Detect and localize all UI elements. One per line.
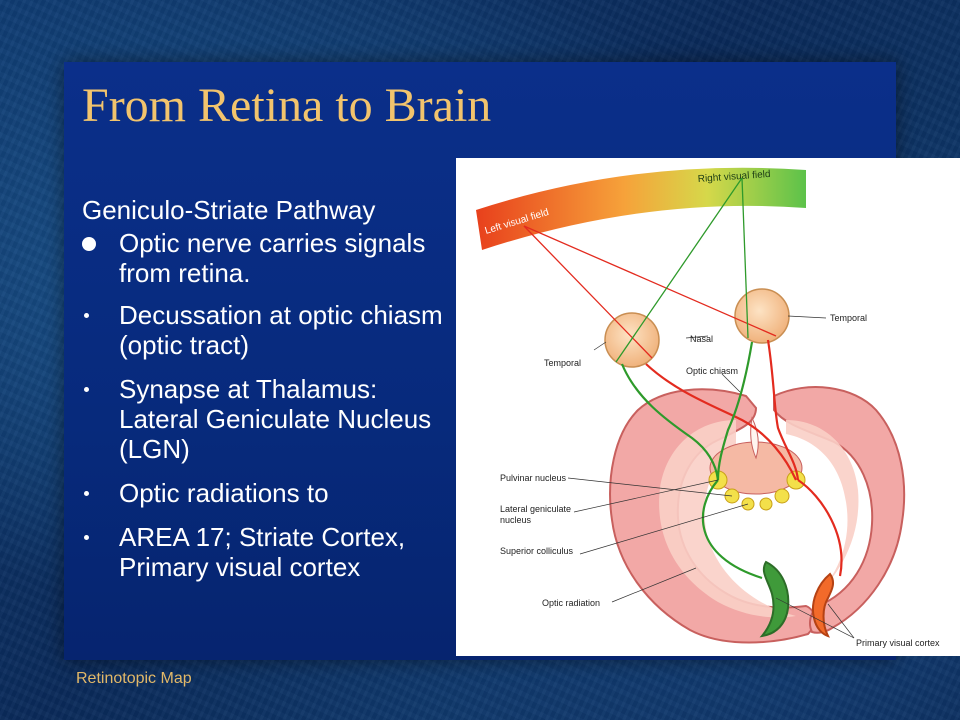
bullet-dot-icon (82, 237, 96, 251)
optic-chiasm-label: Optic chiasm (686, 366, 738, 376)
left-eye-icon (604, 312, 660, 368)
right-pathway (620, 341, 763, 580)
pulvinar-nucleus-label: Pulvinar nucleus (500, 473, 567, 483)
nasal-label: Nasal (690, 334, 713, 344)
bullet-text: Synapse at Thalamus: Lateral Geniculate … (119, 374, 432, 464)
visual-pathway-diagram: Left visual field Right visual field (456, 158, 960, 656)
visual-field-arc (476, 167, 806, 250)
temporal-left-label: Temporal (544, 358, 581, 368)
bullet-text: Decussation at optic chiasm (optic tract… (119, 300, 443, 360)
primary-visual-cortex-label: Primary visual cortex (856, 638, 940, 648)
bullet-text: AREA 17; Striate Cortex, Primary visual … (119, 522, 406, 582)
section-heading: Geniculo-Striate Pathway (82, 195, 376, 225)
left-pathway (645, 339, 843, 577)
bullet-item: Optic nerve carries signals from retina. (82, 228, 450, 288)
right-visual-cortex (812, 572, 835, 638)
slide-content: Geniculo-Striate Pathway Optic nerve car… (82, 194, 450, 596)
bullet-item: AREA 17; Striate Cortex, Primary visual … (82, 522, 450, 582)
bullet-dot-icon (84, 387, 89, 392)
slide-title: From Retina to Brain (82, 79, 492, 132)
right-hemisphere (773, 386, 906, 634)
visual-pathway-svg: Left visual field Right visual field (476, 167, 940, 648)
optic-radiation-label: Optic radiation (542, 598, 600, 608)
bullet-dot-icon (84, 491, 89, 496)
brain-section (609, 386, 906, 644)
bullet-item: Optic radiations to (82, 478, 450, 508)
lateral-geniculate-label-line2: nucleus (500, 515, 532, 525)
left-white-matter (659, 420, 796, 618)
right-eye-icon (734, 288, 790, 344)
slide-footer: Retinotopic Map (76, 670, 192, 687)
bullet-text: Optic radiations to (119, 478, 329, 508)
superior-colliculus-label: Superior colliculus (500, 546, 574, 556)
colliculus-right (759, 497, 773, 511)
bullet-text: Optic nerve carries signals from retina. (119, 228, 426, 288)
left-visual-cortex (759, 560, 790, 638)
lateral-geniculate-label: Lateral geniculate (500, 504, 571, 514)
pulvinar-right (774, 488, 790, 504)
bullet-dot-icon (84, 535, 89, 540)
temporal-right-label: Temporal (830, 313, 867, 323)
bullet-dot-icon (84, 313, 89, 318)
bullet-item: Synapse at Thalamus: Lateral Geniculate … (82, 374, 450, 464)
bullet-item: Decussation at optic chiasm (optic tract… (82, 300, 450, 360)
right-visual-field-label: Right visual field (697, 169, 770, 185)
right-white-matter (786, 420, 859, 602)
bullet-list: Optic nerve carries signals from retina.… (82, 228, 450, 582)
leader-lines (567, 315, 855, 639)
light-rays (523, 177, 777, 363)
